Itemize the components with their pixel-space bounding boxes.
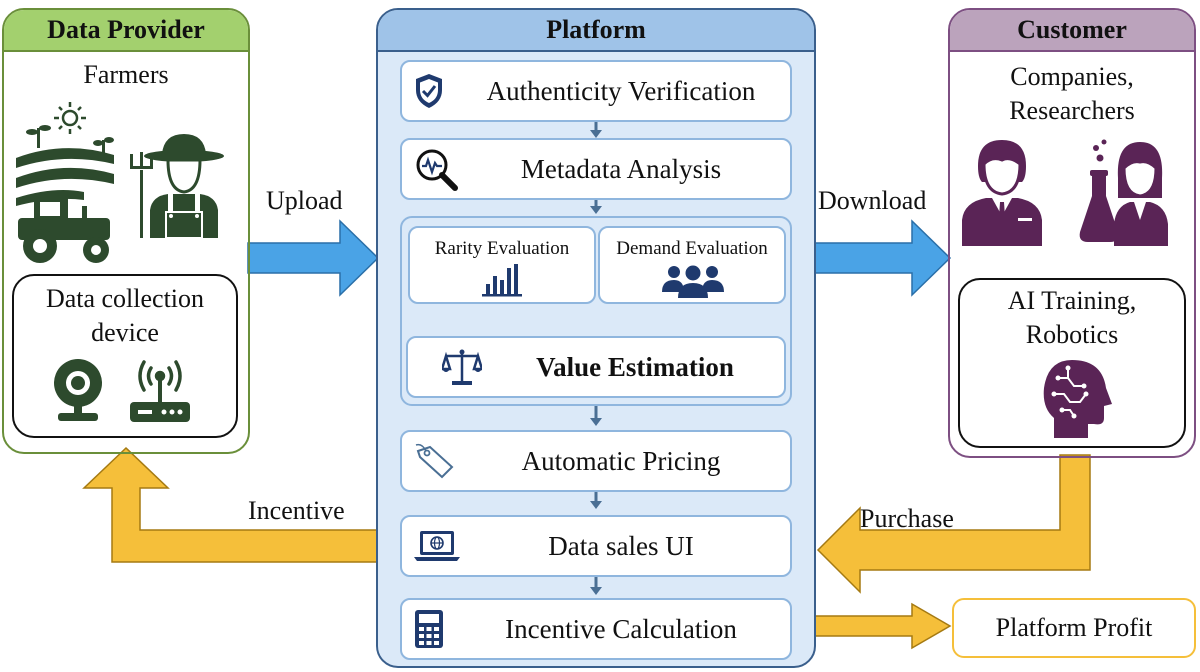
incentive-label: Incentive xyxy=(248,496,345,525)
customer-title: Customer xyxy=(950,10,1194,52)
demand-evaluation-label: Demand Evaluation xyxy=(616,238,768,259)
data-sales-ui-label: Data sales UI xyxy=(548,530,694,561)
farmer-icon xyxy=(130,134,224,239)
upload-arrow xyxy=(247,219,380,297)
device-box xyxy=(12,274,238,438)
laptop-globe-icon xyxy=(414,529,460,563)
bar-chart-icon xyxy=(482,264,522,297)
upload-label: Upload xyxy=(266,186,343,215)
router-icon xyxy=(130,360,190,422)
incentive-arrow xyxy=(82,446,379,563)
purchase-label: Purchase xyxy=(860,504,954,533)
people-group-icon xyxy=(662,265,724,298)
automatic-pricing-label: Automatic Pricing xyxy=(521,445,721,476)
scales-icon xyxy=(442,347,482,387)
metadata-analysis-step: Metadata Analysis xyxy=(400,138,792,200)
platform-profit-box: Platform Profit xyxy=(952,598,1196,658)
customer-panel: Customer xyxy=(948,8,1196,458)
rarity-evaluation-label: Rarity Evaluation xyxy=(434,238,570,259)
automatic-pricing-step: Automatic Pricing xyxy=(400,430,792,492)
researcher-icon xyxy=(1079,139,1168,246)
farmers-label: Farmers xyxy=(83,60,169,89)
incentive-calculation-step: Incentive Calculation xyxy=(400,598,792,660)
ai-brain-head-icon xyxy=(1043,360,1112,438)
value-estimation-label: Value Estimation xyxy=(536,351,734,382)
metadata-analysis-label: Metadata Analysis xyxy=(520,153,722,184)
authenticity-verification-label: Authenticity Verification xyxy=(486,75,756,106)
price-tag-icon xyxy=(414,443,456,479)
data-provider-title: Data Provider xyxy=(4,10,248,52)
usage-label: AI Training, Robotics xyxy=(1007,286,1137,349)
platform-profit-label: Platform Profit xyxy=(995,613,1153,642)
download-arrow xyxy=(813,219,952,297)
incentive-calculation-label: Incentive Calculation xyxy=(505,613,737,644)
authenticity-verification-step: Authenticity Verification xyxy=(400,60,792,122)
rarity-evaluation-box: Rarity Evaluation xyxy=(408,226,596,304)
download-label: Download xyxy=(818,186,927,215)
data-provider-panel: Data Provider xyxy=(2,8,250,454)
value-estimation-step: Value Estimation xyxy=(406,336,786,398)
profit-arrow xyxy=(813,602,952,650)
camera-icon xyxy=(54,359,102,421)
businessman-icon xyxy=(962,140,1042,246)
data-sales-ui-step: Data sales UI xyxy=(400,515,792,577)
customer-subtitle: Companies, Researchers xyxy=(1009,62,1135,125)
farm-tractor-icon xyxy=(16,102,114,263)
shield-check-icon xyxy=(414,73,444,109)
device-label: Data collection device xyxy=(45,284,205,347)
calculator-icon xyxy=(414,609,444,649)
magnifier-pulse-icon xyxy=(414,147,458,191)
platform-title: Platform xyxy=(378,10,814,52)
purchase-arrow xyxy=(816,454,1091,594)
demand-evaluation-box: Demand Evaluation xyxy=(598,226,786,304)
